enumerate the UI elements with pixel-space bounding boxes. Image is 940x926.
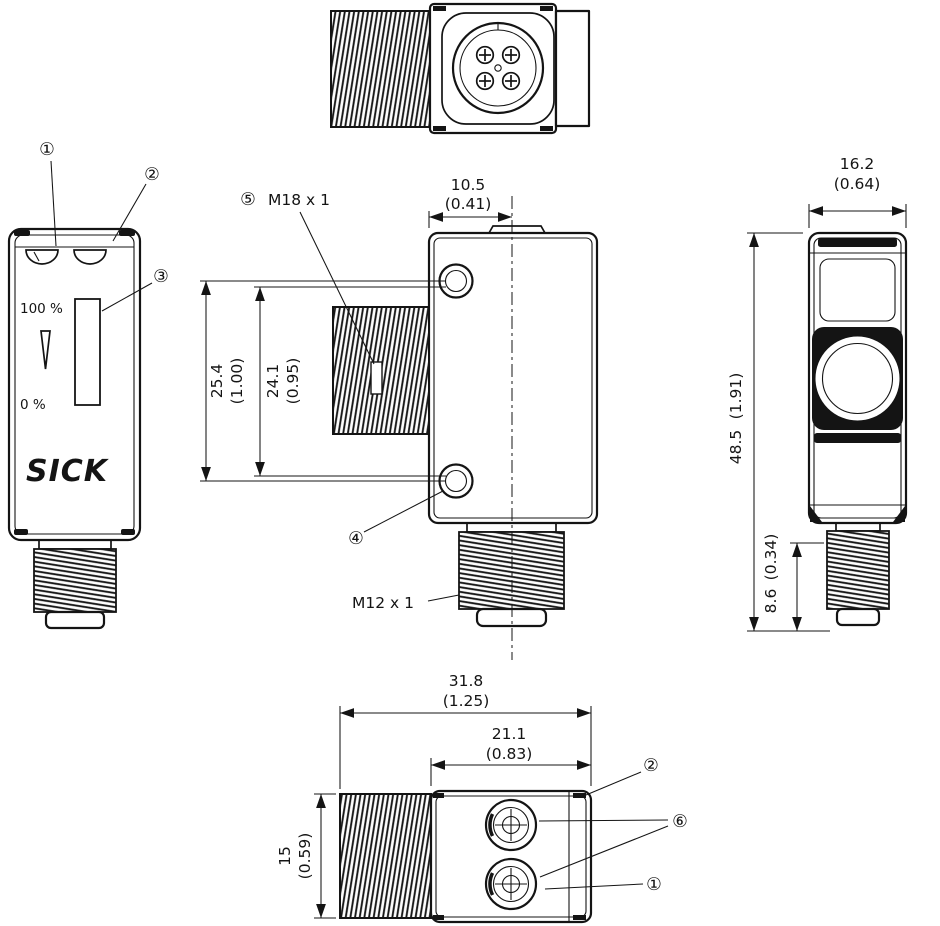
rear-view: 16.2 (0.64) 48.5 (1.91) 8.6 (0.34) bbox=[727, 155, 908, 632]
callout-4: ④ bbox=[348, 529, 364, 549]
front-m12-threads bbox=[33, 548, 117, 613]
dim-thread-spacing-inch: (0.95) bbox=[284, 358, 302, 405]
rear-lens-outer bbox=[813, 334, 902, 423]
m12-label-group: ④ M12 x 1 bbox=[348, 490, 460, 612]
callout-3: ③ bbox=[153, 267, 169, 287]
dim-connector-length: 8.6 (0.34) bbox=[762, 534, 824, 631]
front-m12-tip bbox=[44, 610, 106, 630]
lens-top bbox=[484, 798, 538, 852]
m18-thread-barrel bbox=[330, 10, 431, 128]
dim-body-length: 31.8 (1.25) bbox=[339, 672, 592, 789]
bottom-view: 31.8 (1.25) 21.1 (0.83) 15 (0.59) ② ⑥ ① bbox=[276, 672, 688, 924]
m18-slot bbox=[370, 361, 383, 395]
side-view: 10.5 (0.41) 25.4 (1.00) 24.1 (0.95) ⑤ M1… bbox=[200, 176, 599, 660]
dim-body-width-inch: (0.64) bbox=[834, 175, 881, 193]
dim-body-depth-inch: (0.59) bbox=[296, 833, 314, 880]
callout-2-bottom: ② bbox=[643, 756, 659, 776]
dim-body-depth: 15 (0.59) bbox=[276, 793, 336, 919]
bargraph-display bbox=[74, 298, 101, 406]
dim-connector-length-inch: (0.34) bbox=[762, 534, 780, 581]
dim-hole-spacing-mm: 25.4 bbox=[208, 364, 226, 399]
dim-body-width-mm: 16.2 bbox=[840, 155, 875, 173]
dim-body-length-mm: 31.8 bbox=[449, 672, 484, 690]
led-window-left bbox=[25, 249, 59, 265]
dim-front-length: 21.1 (0.83) bbox=[430, 725, 591, 786]
dim-thread-spacing: 24.1 (0.95) bbox=[254, 286, 446, 477]
dim-body-height-inch: (1.91) bbox=[727, 373, 745, 420]
bottom-m18-threads bbox=[339, 793, 432, 919]
dim-lens-offset-mm: 10.5 bbox=[451, 176, 486, 194]
dim-connector-length-mm: 8.6 bbox=[762, 589, 780, 614]
dim-front-length-mm: 21.1 bbox=[492, 725, 527, 743]
connector-face-outer bbox=[451, 21, 545, 115]
scale-0-label: 0 % bbox=[20, 397, 46, 413]
top-view-endcap bbox=[554, 9, 591, 128]
front-view: 100 % 0 % SICK ① ② ③ bbox=[7, 140, 169, 630]
dim-body-depth-mm: 15 bbox=[276, 846, 294, 866]
front-callouts: ① ② ③ bbox=[39, 140, 169, 312]
m18-label-group: ⑤ M18 x 1 bbox=[240, 190, 375, 365]
lens-bottom bbox=[484, 857, 538, 911]
dim-thread-spacing-mm: 24.1 bbox=[264, 364, 282, 399]
dim-lens-offset: 10.5 (0.41) bbox=[428, 176, 512, 228]
dim-hole-spacing: 25.4 (1.00) bbox=[200, 280, 446, 482]
callout-5: ⑤ bbox=[240, 190, 256, 210]
bottom-callouts: ② ⑥ ① bbox=[538, 756, 688, 895]
connector-face-plate bbox=[441, 12, 555, 125]
dim-body-length-inch: (1.25) bbox=[443, 692, 490, 710]
m18-thread-label: M18 x 1 bbox=[268, 191, 330, 209]
connector-pins-icon bbox=[475, 45, 521, 91]
dim-body-width: 16.2 (0.64) bbox=[808, 155, 907, 228]
top-view bbox=[330, 2, 591, 135]
rear-m12-tip bbox=[835, 607, 881, 627]
wedge-indicator bbox=[40, 330, 51, 370]
m12-thread-label: M12 x 1 bbox=[352, 594, 414, 612]
dim-body-height-mm: 48.5 bbox=[727, 430, 745, 465]
callout-2: ② bbox=[144, 165, 160, 185]
brand-logo: SICK bbox=[26, 454, 110, 489]
led-window-right bbox=[73, 249, 107, 265]
scale-100-label: 100 % bbox=[20, 301, 63, 317]
callout-1: ① bbox=[39, 140, 55, 160]
dim-hole-spacing-inch: (1.00) bbox=[228, 358, 246, 405]
callout-1-bottom: ① bbox=[646, 875, 662, 895]
dim-lens-offset-inch: (0.41) bbox=[445, 195, 492, 213]
dim-front-length-inch: (0.83) bbox=[486, 745, 533, 763]
dim-body-height: 48.5 (1.91) bbox=[727, 232, 830, 632]
rear-m12-threads bbox=[826, 530, 890, 610]
callout-6: ⑥ bbox=[672, 812, 688, 832]
